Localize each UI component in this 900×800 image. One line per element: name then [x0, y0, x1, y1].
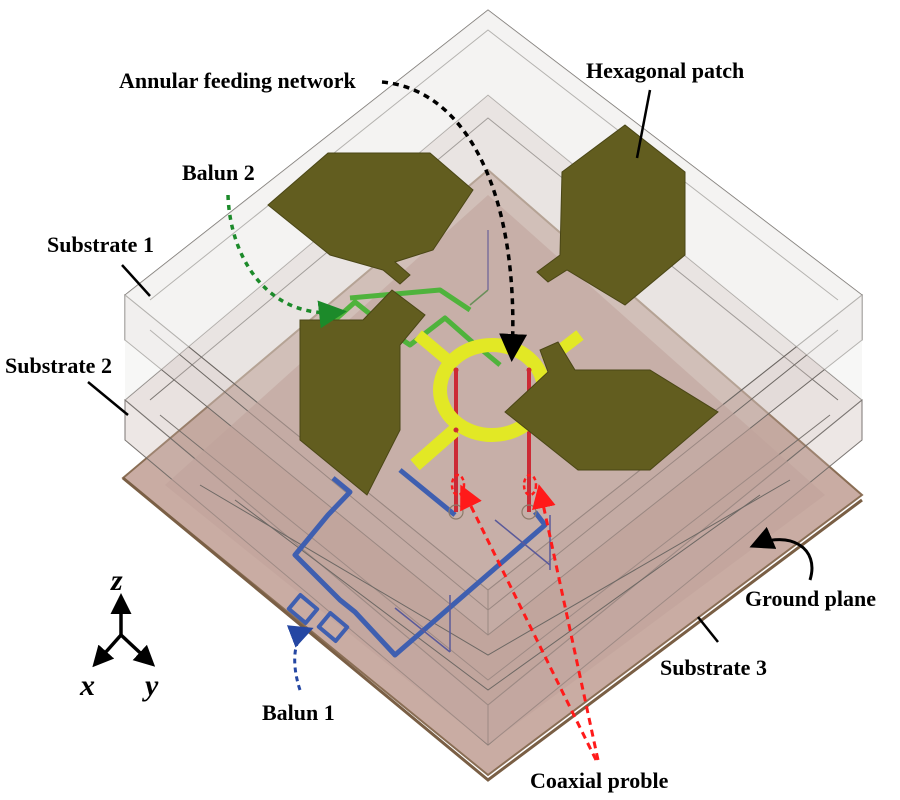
hexagonal-patch-top-right — [536, 124, 686, 306]
hexagonal-patch-left — [299, 289, 426, 496]
axis-label-x: x — [79, 669, 95, 702]
y-axis-icon — [119, 633, 156, 667]
label-balun-2: Balun 2 — [182, 160, 255, 185]
label-balun-1: Balun 1 — [262, 700, 335, 725]
arrow-coaxial-probe-1 — [460, 484, 598, 761]
label-hexagonal-patch: Hexagonal patch — [586, 58, 744, 83]
arrow-balun-1 — [286, 625, 314, 691]
axis-label-z: z — [110, 564, 123, 597]
leader-lines — [87, 89, 719, 643]
leader-substrate-1 — [121, 264, 151, 297]
leader-substrate-3 — [697, 616, 719, 643]
arrow-ground-plane — [749, 526, 814, 581]
label-annular-feeding-network: Annular feeding network — [119, 68, 356, 93]
label-substrate-3: Substrate 3 — [660, 655, 767, 680]
arrow-annular-feeding — [381, 80, 528, 362]
axis-label-y: y — [142, 669, 159, 702]
label-substrate-1: Substrate 1 — [47, 232, 154, 257]
arrow-balun-2 — [226, 194, 347, 329]
label-ground-plane: Ground plane — [745, 586, 876, 611]
annotation-arrows — [226, 80, 814, 761]
ground-surface — [165, 195, 825, 745]
balun-1-trace — [286, 468, 551, 658]
label-substrate-2: Substrate 2 — [5, 353, 112, 378]
hexagonal-patch-right — [504, 341, 719, 471]
hexagonal-patch-top-left — [267, 152, 474, 285]
x-axis-icon — [92, 633, 123, 668]
leader-hexagonal-patch — [635, 89, 652, 159]
arrow-coaxial-probe-2 — [532, 484, 600, 761]
leader-substrate-2 — [87, 381, 129, 416]
hexagonal-patches — [267, 124, 719, 496]
axis-triad — [92, 593, 156, 668]
label-coaxial-probe: Coaxial proble — [530, 768, 669, 793]
